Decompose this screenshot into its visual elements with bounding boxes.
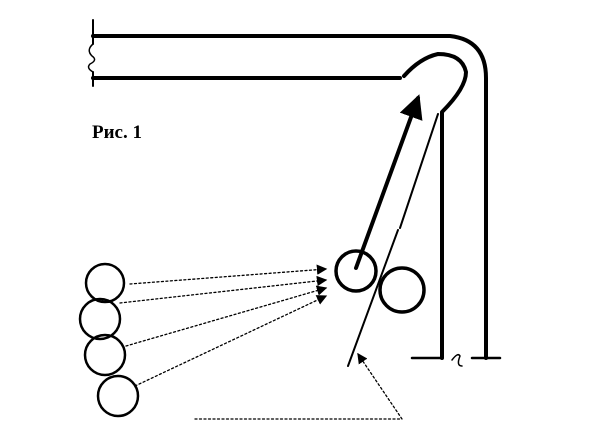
pipe-bend <box>402 52 468 360</box>
ball-3 <box>83 333 127 377</box>
figure-caption: Рис. 1 <box>92 122 142 143</box>
ball-1 <box>84 262 126 304</box>
dotted-arrow-2 <box>119 275 328 304</box>
base-squiggle <box>451 353 463 367</box>
pipe-outer-wall <box>91 34 488 360</box>
dotted-pointer <box>194 352 403 420</box>
dotted-arrow-3 <box>125 285 328 347</box>
break-symbol <box>87 43 96 73</box>
guide-line <box>347 113 439 367</box>
trajectory-arrow <box>354 94 423 270</box>
ball-launch <box>334 249 378 293</box>
ball-4 <box>96 374 140 418</box>
ball-2 <box>78 297 122 341</box>
ball-second <box>378 266 426 314</box>
dotted-arrow-4 <box>134 295 328 387</box>
dotted-arrow-1 <box>129 264 328 285</box>
